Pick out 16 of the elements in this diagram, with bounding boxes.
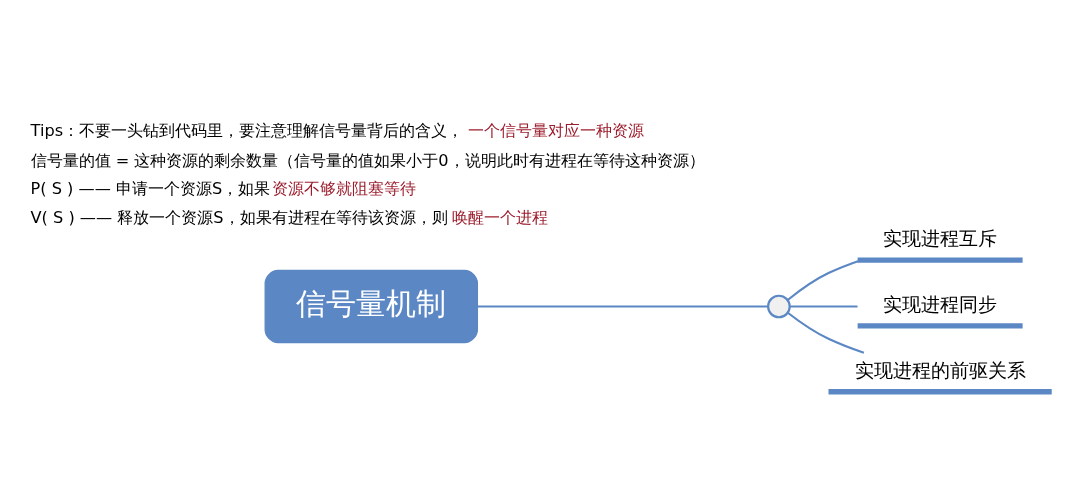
node-text: 实现进程同步	[883, 292, 998, 316]
label: 信号量的值 = 这种资源的剩余数量（信号量的值如果小于0，说明此时有进程在等待这种资源）	[30, 150, 705, 170]
connector	[477, 304, 768, 308]
label: 唤醒一个进程	[452, 207, 549, 227]
label: 资源不够就阻塞等待	[272, 178, 417, 198]
node-text: 实现进程互斥	[883, 226, 998, 250]
label: V( S ) —— 释放一个资源S，如果有进程在等待该资源，则	[30, 207, 448, 227]
node-box: 信号量机制	[264, 269, 479, 343]
node-circle	[767, 294, 791, 318]
label: 一个信号量对应一种资源	[468, 120, 645, 140]
connector	[787, 311, 865, 354]
connector	[787, 258, 862, 301]
label: Tips：不要一头钻到代码里，要注意理解信号量背后的含义，	[30, 120, 464, 140]
label: P( S ) —— 申请一个资源S，如果	[30, 178, 271, 198]
node-text: 实现进程的前驱关系	[854, 358, 1026, 382]
connector	[789, 304, 858, 308]
